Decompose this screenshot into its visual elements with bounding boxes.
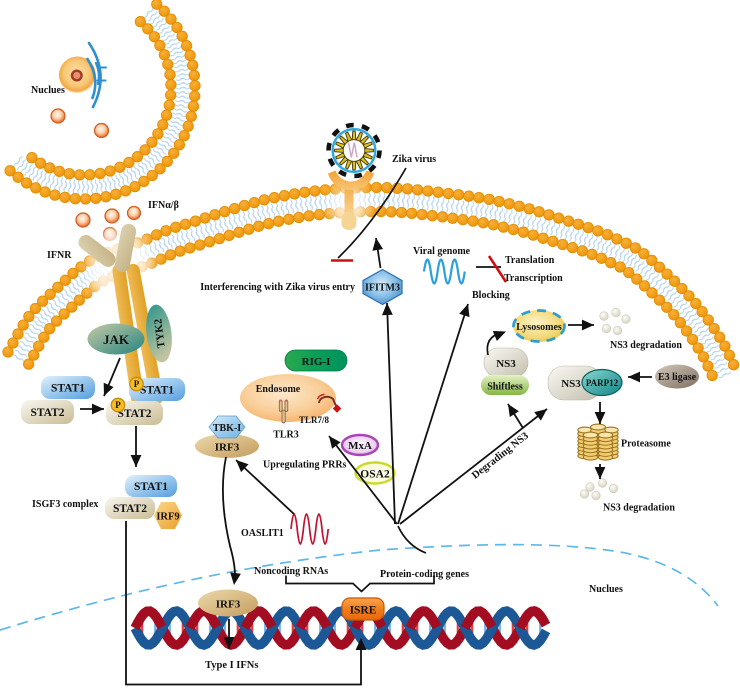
svg-text:PARP12: PARP12 bbox=[586, 378, 619, 388]
svg-text:Transcription: Transcription bbox=[504, 273, 563, 284]
svg-text:P: P bbox=[115, 400, 121, 410]
svg-text:Type I IFNs: Type I IFNs bbox=[205, 660, 258, 671]
svg-text:TBK-I: TBK-I bbox=[213, 423, 241, 434]
svg-text:Endosome: Endosome bbox=[256, 384, 301, 395]
svg-text:Interferencing with Zika virus: Interferencing with Zika virus entry bbox=[200, 282, 355, 293]
svg-text:ISRE: ISRE bbox=[350, 605, 377, 617]
svg-text:STAT1: STAT1 bbox=[140, 385, 174, 397]
svg-text:IRF9: IRF9 bbox=[156, 512, 179, 523]
svg-text:Nuclues: Nuclues bbox=[31, 85, 65, 96]
svg-text:OSA2: OSA2 bbox=[360, 469, 390, 481]
svg-text:STAT1: STAT1 bbox=[51, 383, 85, 395]
svg-text:TYK2: TYK2 bbox=[152, 318, 168, 349]
svg-text:P: P bbox=[134, 379, 140, 389]
svg-text:Proteasome: Proteasome bbox=[621, 439, 671, 450]
svg-text:E3 ligase: E3 ligase bbox=[658, 372, 697, 383]
svg-text:Nuclues: Nuclues bbox=[589, 584, 623, 595]
svg-text:STAT1: STAT1 bbox=[134, 481, 168, 493]
svg-text:Zika virus: Zika virus bbox=[392, 154, 436, 165]
svg-text:NS3: NS3 bbox=[496, 358, 516, 370]
svg-text:JAK: JAK bbox=[103, 332, 130, 347]
svg-text:Lysosomes: Lysosomes bbox=[516, 322, 562, 333]
svg-text:Protein-coding genes: Protein-coding genes bbox=[380, 569, 469, 580]
svg-text:TLR3: TLR3 bbox=[273, 430, 299, 441]
svg-text:ISGF3 complex: ISGF3 complex bbox=[32, 499, 98, 510]
svg-text:NS3 degradation: NS3 degradation bbox=[610, 340, 682, 351]
svg-text:OASLIT1: OASLIT1 bbox=[241, 528, 284, 539]
svg-text:STAT2: STAT2 bbox=[113, 503, 147, 515]
svg-text:NS3: NS3 bbox=[561, 378, 581, 390]
svg-text:Blocking: Blocking bbox=[472, 290, 510, 301]
svg-text:Noncoding RNAs: Noncoding RNAs bbox=[254, 566, 328, 577]
svg-text:STAT2: STAT2 bbox=[117, 408, 151, 420]
svg-text:IRF3: IRF3 bbox=[215, 442, 240, 454]
svg-text:NS3 degradation: NS3 degradation bbox=[603, 503, 675, 514]
svg-text:MxA: MxA bbox=[348, 440, 372, 452]
svg-text:Shiftless: Shiftless bbox=[487, 382, 523, 393]
svg-text:Viral genome: Viral genome bbox=[413, 246, 471, 257]
svg-text:Translation: Translation bbox=[505, 255, 555, 266]
svg-text:RIG-I: RIG-I bbox=[302, 356, 331, 368]
svg-text:STAT2: STAT2 bbox=[30, 407, 64, 419]
svg-text:TLR7/8: TLR7/8 bbox=[299, 415, 330, 425]
svg-text:IFNR: IFNR bbox=[47, 250, 72, 261]
svg-text:IFNα/β: IFNα/β bbox=[148, 200, 179, 211]
svg-text:IRF3: IRF3 bbox=[216, 599, 241, 611]
svg-text:Upregulating PRRs: Upregulating PRRs bbox=[263, 460, 347, 471]
svg-text:IFITM3: IFITM3 bbox=[365, 283, 400, 294]
